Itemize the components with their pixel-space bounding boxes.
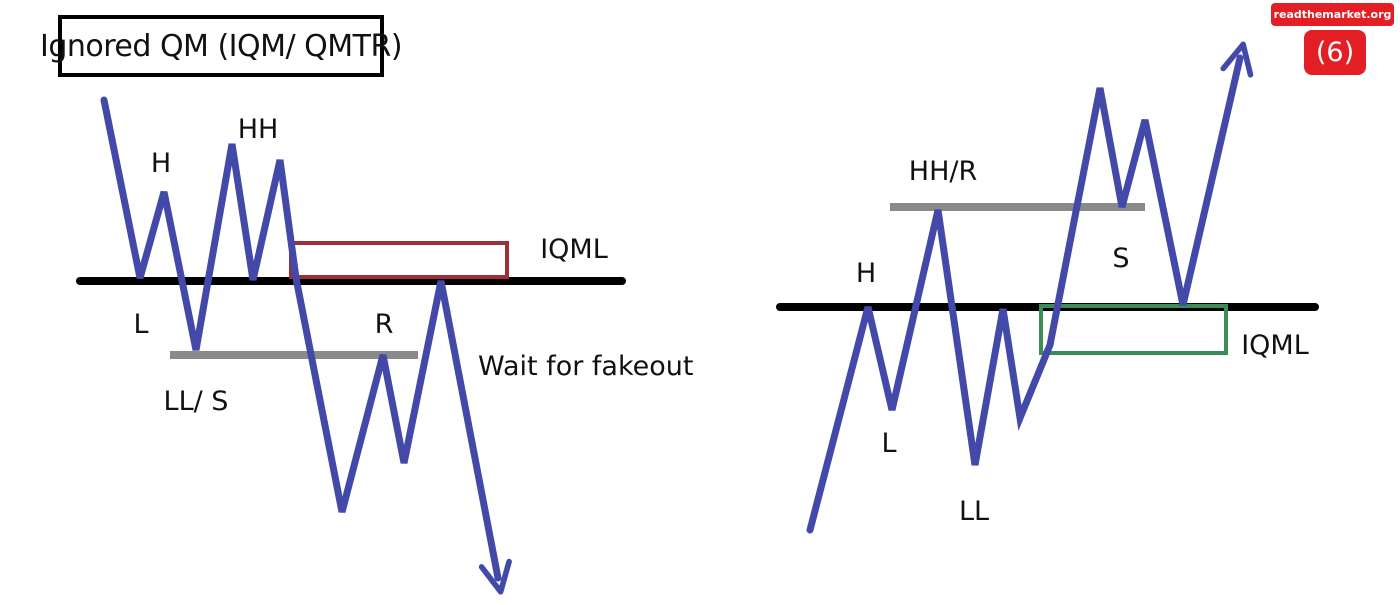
left-label-l: L [133,309,148,340]
left-label-r: R [375,309,394,340]
right-label-s: S [1112,243,1129,274]
left-label-wait-for-fakeout: Wait for fakeout [478,351,693,382]
right-price-path [806,41,1254,534]
left-diagram: H HH L LL/ S R IQML Wait for fakeout [76,96,693,595]
left-label-hh: HH [238,114,279,145]
left-label-ll-s: LL/ S [164,386,229,417]
right-label-h: H [856,258,876,289]
left-label-iqml: IQML [540,234,608,265]
left-price-path [100,96,512,595]
right-diagram: HH/R H L LL S IQML [776,41,1319,534]
left-bearish-zone [289,241,509,279]
figure-number-badge: (6) [1304,30,1366,75]
diagram-title: Ignored QM (IQM/ QMTR) [40,15,403,77]
left-label-h: H [151,148,171,179]
site-badge: readthemarket.org [1271,3,1394,26]
right-label-iqml: IQML [1241,330,1309,361]
right-label-l: L [881,428,896,459]
right-label-ll: LL [959,496,989,527]
right-bullish-zone [1039,304,1228,355]
right-label-hh-r: HH/R [909,156,977,187]
